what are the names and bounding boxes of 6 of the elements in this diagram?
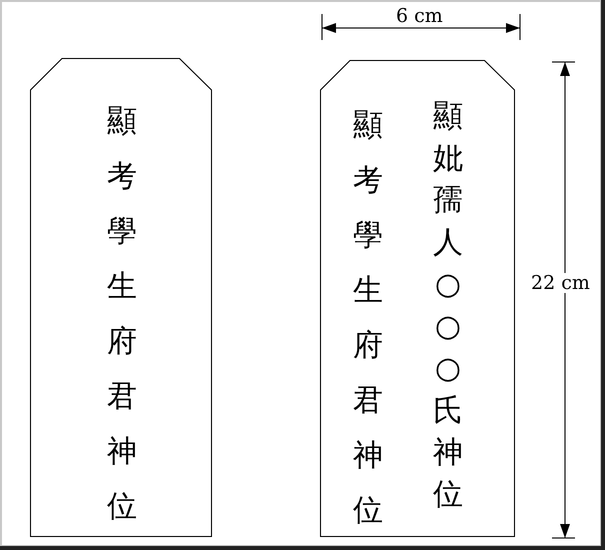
- memorial-tablet: [320, 60, 515, 537]
- vertical-inscription: 顯考學生府君神位: [107, 103, 137, 526]
- memorial-tablet: [30, 58, 212, 537]
- vertical-inscription: 顯妣孺人○○○氏神位: [433, 98, 463, 514]
- dimension-label: 22 cm: [531, 273, 590, 293]
- vertical-inscription: 顯考學生府君神位: [353, 107, 383, 530]
